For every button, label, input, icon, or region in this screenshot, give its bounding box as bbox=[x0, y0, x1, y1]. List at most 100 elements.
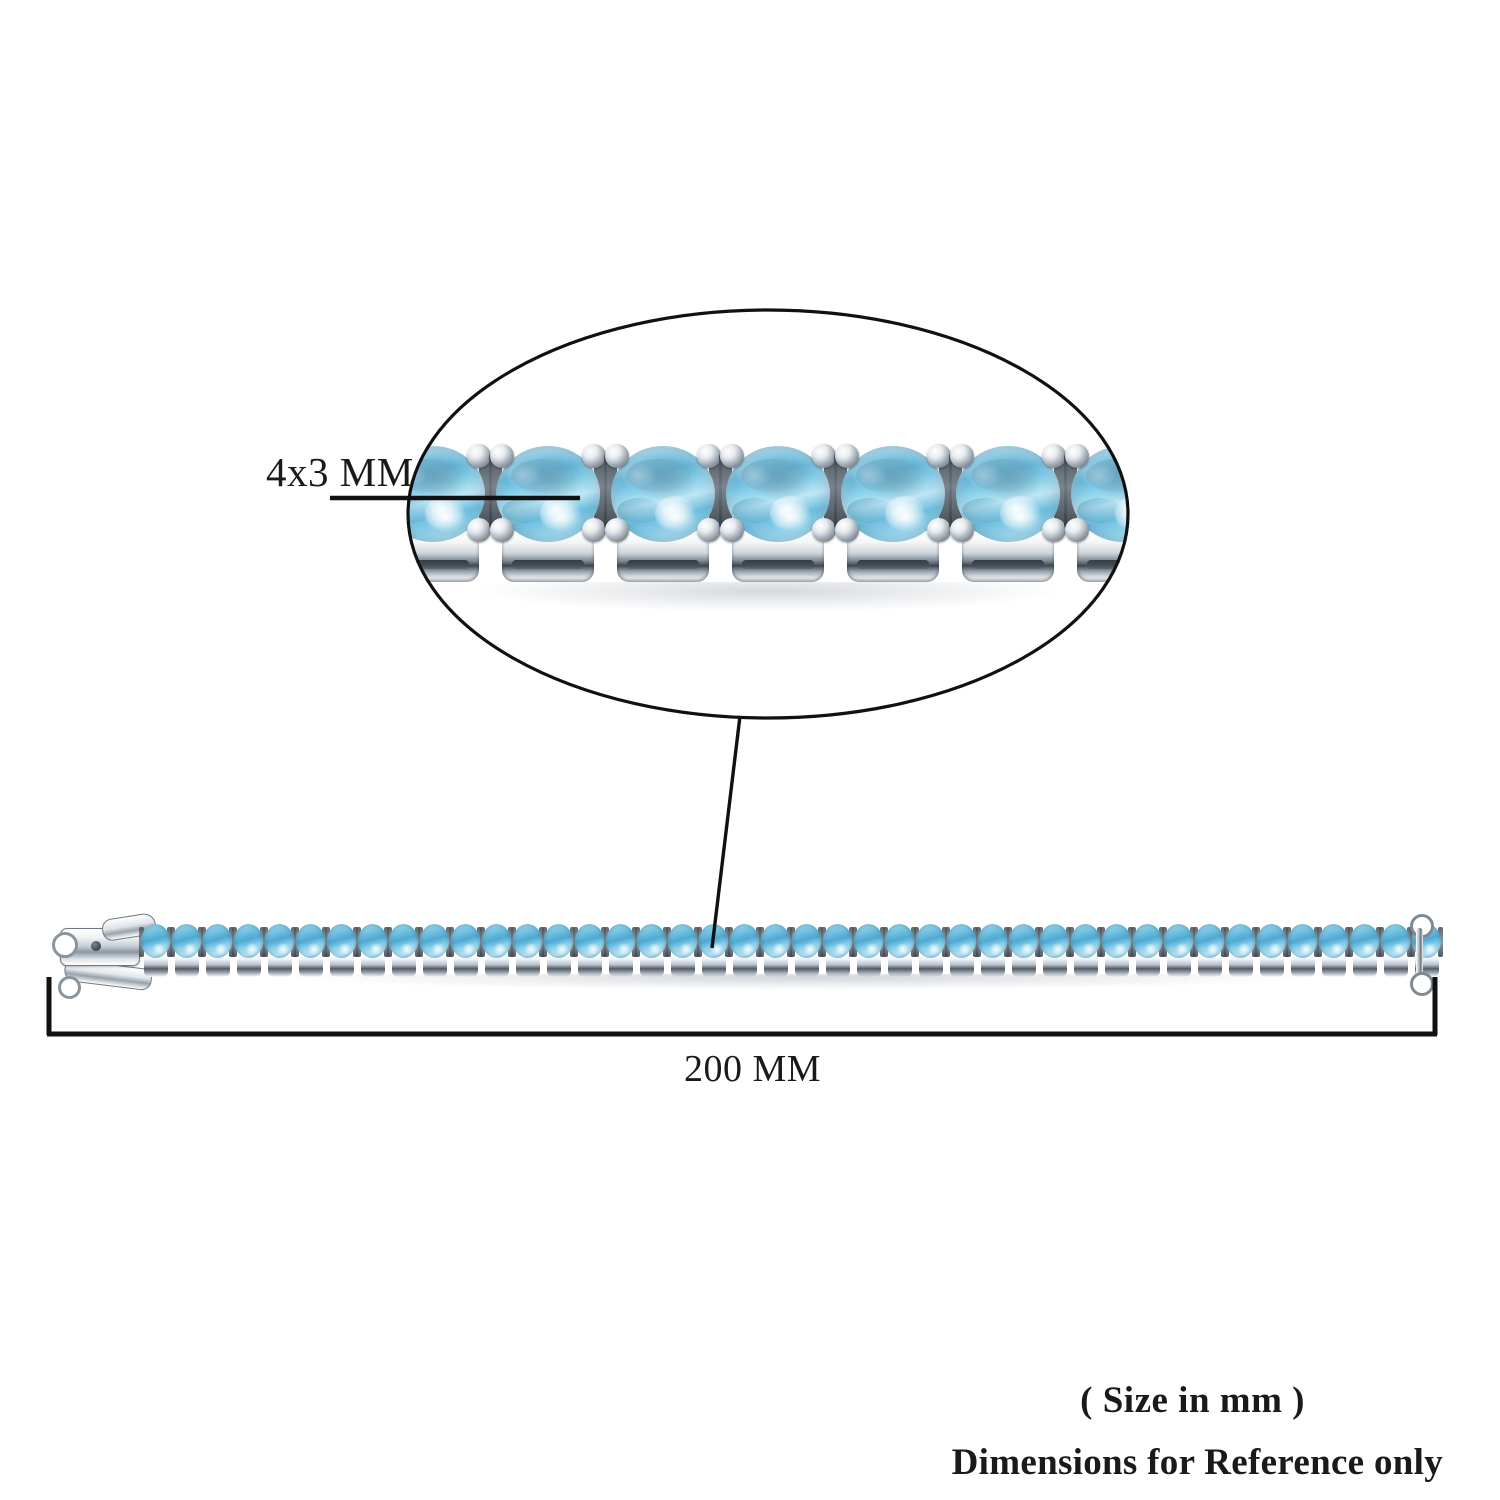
bracelet-gem-link bbox=[449, 922, 482, 984]
strand-gemstone bbox=[513, 924, 542, 958]
strand-gemstone bbox=[1350, 924, 1379, 958]
strand-gemstone bbox=[544, 924, 573, 958]
gem-size-label: 4x3 MM bbox=[266, 449, 414, 495]
strand-gemstone bbox=[1040, 924, 1069, 958]
bracelet-gem-link bbox=[1379, 922, 1412, 984]
strand-link-bar bbox=[795, 955, 819, 977]
bracelet-gem-link bbox=[1193, 922, 1226, 984]
strand-link-bar bbox=[330, 955, 354, 977]
gem-prong bbox=[720, 444, 744, 468]
bracelet-clasp bbox=[48, 910, 158, 1012]
bracelet-gem-link bbox=[1100, 922, 1133, 984]
bracelet-gem-link bbox=[170, 922, 203, 984]
bracelet-gem-link bbox=[356, 922, 389, 984]
magnified-gem-link bbox=[1064, 438, 1128, 606]
bracelet-gem-link bbox=[542, 922, 575, 984]
strand-gemstone bbox=[1257, 924, 1286, 958]
bracelet-gem-link bbox=[201, 922, 234, 984]
strand-link-bar bbox=[857, 955, 881, 977]
strand-link-bar bbox=[144, 955, 168, 977]
strand-gemstone bbox=[1195, 924, 1224, 958]
strand-gemstone bbox=[916, 924, 945, 958]
bracelet-gem-link bbox=[263, 922, 296, 984]
strand-link-bar bbox=[1167, 955, 1191, 977]
gem-prong bbox=[605, 518, 629, 542]
magnifier-callout bbox=[408, 310, 1128, 718]
gem-prong bbox=[950, 444, 974, 468]
gem-prong bbox=[812, 518, 836, 542]
strand-link-bar bbox=[516, 955, 540, 977]
magnified-gem-link bbox=[408, 438, 492, 606]
strand-gemstone bbox=[1164, 924, 1193, 958]
strand-gemstone bbox=[358, 924, 387, 958]
strand-gemstone bbox=[1071, 924, 1100, 958]
strand-link-bar bbox=[237, 955, 261, 977]
bracelet-gem-link bbox=[1224, 922, 1257, 984]
strand-gemstone bbox=[482, 924, 511, 958]
strand-link-bar bbox=[423, 955, 447, 977]
strand-link-bar bbox=[1198, 955, 1222, 977]
clasp-ring-lower bbox=[58, 976, 81, 999]
strand-link-bar bbox=[609, 955, 633, 977]
bracelet-illustration bbox=[48, 900, 1448, 1012]
bracelet-gem-link bbox=[1255, 922, 1288, 984]
magnified-gem-strand bbox=[408, 438, 1128, 606]
strand-link-bar bbox=[1074, 955, 1098, 977]
gem-prong bbox=[697, 518, 721, 542]
gem-link-bar bbox=[408, 534, 479, 582]
strand-gemstone bbox=[1009, 924, 1038, 958]
bracelet-gem-link bbox=[945, 922, 978, 984]
strand-gemstone bbox=[761, 924, 790, 958]
strand-link-bar bbox=[175, 955, 199, 977]
gem-prong bbox=[490, 444, 514, 468]
bracelet-gem-link bbox=[325, 922, 358, 984]
strand-link-bar bbox=[361, 955, 385, 977]
strand-gemstone bbox=[296, 924, 325, 958]
bracelet-gem-link bbox=[1317, 922, 1350, 984]
strand-gemstone bbox=[730, 924, 759, 958]
strand-gemstone bbox=[823, 924, 852, 958]
strand-link-bar bbox=[981, 955, 1005, 977]
magnified-gem-link bbox=[489, 438, 607, 606]
bracelet-gem-link bbox=[883, 922, 916, 984]
gem-prong bbox=[927, 444, 951, 468]
bracelet-gem-link bbox=[480, 922, 513, 984]
bracelet-gem-link bbox=[635, 922, 668, 984]
bracelet-end-loop bbox=[1400, 914, 1440, 1006]
bracelet-length-label: 200 MM bbox=[684, 1048, 822, 1090]
strand-gemstone bbox=[854, 924, 883, 958]
strand-link-bar bbox=[454, 955, 478, 977]
bracelet-gem-link bbox=[976, 922, 1009, 984]
bracelet-gem-link bbox=[573, 922, 606, 984]
strand-link-bar bbox=[919, 955, 943, 977]
strand-gemstone bbox=[1226, 924, 1255, 958]
magnified-strand-shadow bbox=[408, 582, 1128, 628]
bracelet-gem-link bbox=[1286, 922, 1319, 984]
strand-gemstone bbox=[265, 924, 294, 958]
strand-link-bar bbox=[1043, 955, 1067, 977]
bracelet-gem-link bbox=[821, 922, 854, 984]
bracelet-gem-link bbox=[387, 922, 420, 984]
strand-link-bar bbox=[1322, 955, 1346, 977]
strand-link-bar bbox=[1105, 955, 1129, 977]
strand-link-bar bbox=[1229, 955, 1253, 977]
strand-gemstone bbox=[234, 924, 263, 958]
strand-link-bar bbox=[268, 955, 292, 977]
strand-gemstone bbox=[1102, 924, 1131, 958]
strand-gemstone bbox=[885, 924, 914, 958]
bracelet-gem-link bbox=[1131, 922, 1164, 984]
strand-gemstone bbox=[420, 924, 449, 958]
strand-link-bar bbox=[485, 955, 509, 977]
gem-prong bbox=[950, 518, 974, 542]
size-unit-note: ( Size in mm ) bbox=[1080, 1380, 1305, 1421]
gem-prong bbox=[835, 444, 859, 468]
gem-prong bbox=[582, 518, 606, 542]
gem-prong bbox=[927, 518, 951, 542]
bracelet-gem-strand bbox=[139, 922, 1443, 984]
strand-link-bar bbox=[640, 955, 664, 977]
strand-link-bar bbox=[950, 955, 974, 977]
gem-prong bbox=[1065, 518, 1089, 542]
gem-prong bbox=[467, 444, 491, 468]
